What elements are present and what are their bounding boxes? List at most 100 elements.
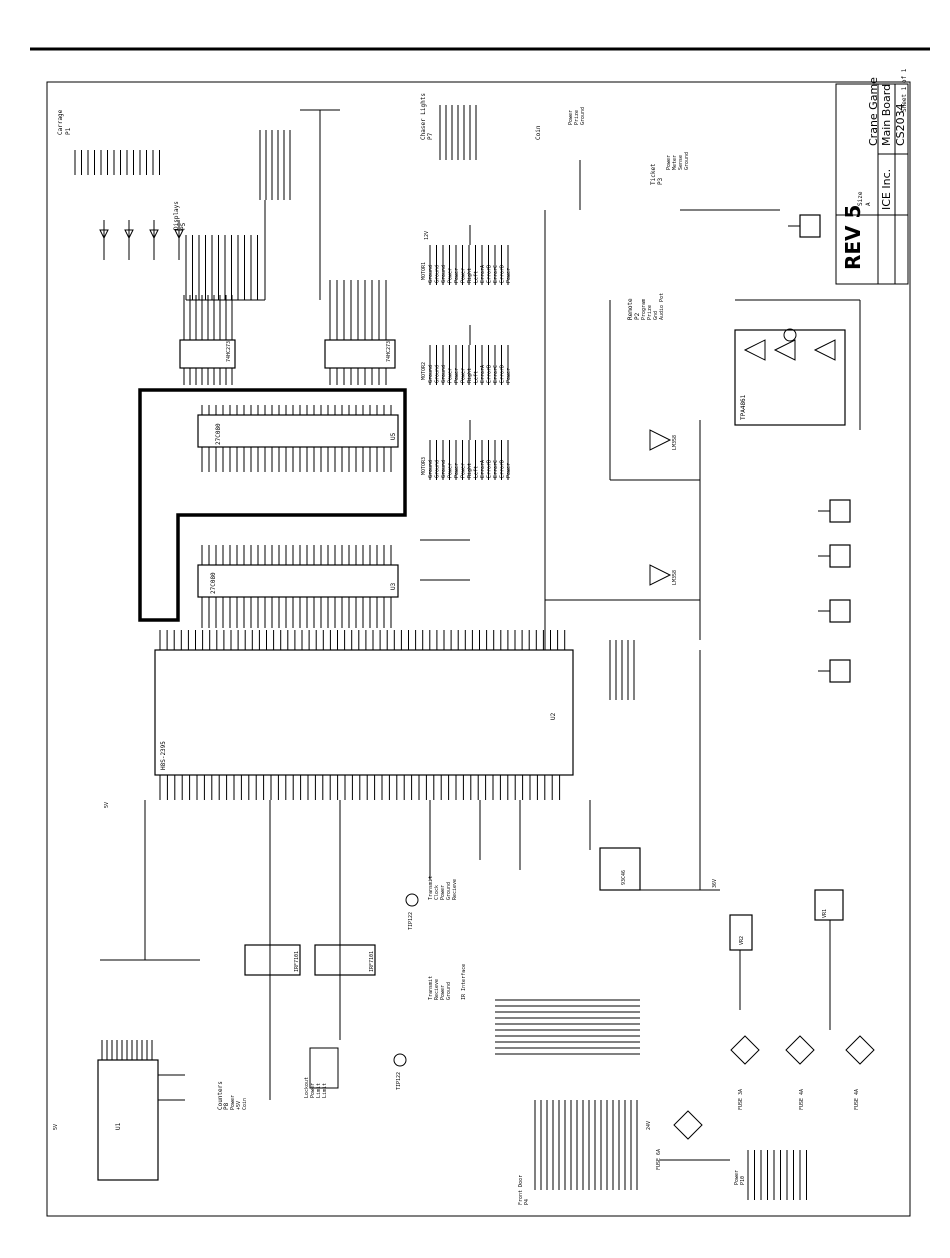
motor-pin-label: ErrorD	[500, 265, 506, 283]
motor-pin-label: Ground	[435, 365, 441, 383]
motor-pin-label: ErrorD	[500, 460, 506, 478]
motor-pin-label: ErrorB	[487, 460, 493, 478]
motor-pin-label: Power	[454, 463, 460, 478]
fuse3-label: FUSE 4A	[799, 1089, 805, 1110]
svg-text:H8S-2395: H8S-2395	[160, 741, 167, 770]
motor-pin-label: Ground	[441, 460, 447, 478]
svg-text:LM358: LM358	[672, 435, 678, 450]
motor-pin-label: Ground	[428, 265, 434, 283]
mcu-u2: H8S-2395 U2	[154, 649, 574, 776]
motor-pin-label: Ground	[428, 365, 434, 383]
connector-p4: Front Door P4	[518, 1175, 530, 1205]
svg-text:Lockout: Lockout	[304, 1077, 310, 1098]
svg-text:Audio Pot: Audio Pot	[659, 293, 665, 320]
connector-p12: Transmit Recieve Power Ground IR Interfa…	[428, 964, 467, 1000]
motor-pin-label: Right	[467, 268, 473, 283]
small-ic	[799, 214, 821, 238]
svg-text:74HC273: 74HC273	[226, 341, 232, 362]
motor-pin-label: Power	[461, 463, 467, 478]
motor-pin-label: ErrorC	[493, 265, 499, 283]
motor-pin-label: ErrorC	[493, 460, 499, 478]
motor-header-label: MOTOR3	[421, 457, 427, 475]
motor-pin-label: Ground	[441, 365, 447, 383]
svg-text:TIP122: TIP122	[396, 1072, 402, 1090]
svg-text:VR2: VR2	[739, 936, 745, 945]
motor-header-label: MOTOR1	[421, 262, 427, 280]
svg-text:Clock: Clock	[434, 885, 440, 900]
motor-pin-label: Ground	[428, 460, 434, 478]
svg-text:IR Interface: IR Interface	[461, 964, 467, 1000]
drawing-number: CS2034	[894, 103, 907, 146]
svg-text:Coin: Coin	[242, 1098, 248, 1110]
mcu-pins-bottom	[159, 775, 561, 800]
motor-pin-label: Power	[448, 463, 454, 478]
bridge-rectifier	[785, 1035, 815, 1065]
bridge-rectifier	[730, 1035, 760, 1065]
fuse2-label: FUSE 3A	[738, 1089, 744, 1110]
carrage-pins	[74, 150, 160, 175]
connector-p2: Remote P2 Program Prize Gnd Audio Pot	[627, 293, 665, 320]
motor-pin-label: Power	[454, 368, 460, 383]
mcu-pins-top	[159, 630, 566, 650]
transistor-q1: TIP122	[393, 1053, 407, 1090]
svg-text:Prize: Prize	[574, 110, 580, 125]
project-name: Crane Game	[867, 77, 880, 146]
svg-text:Program: Program	[641, 299, 647, 320]
eprom-u5: U5 27C080	[197, 414, 399, 448]
motor-pin-label: Power	[506, 463, 512, 478]
motor-pin-label: ErrorA	[480, 365, 486, 383]
motor-header-label: MOTOR1	[421, 262, 427, 280]
svg-text:P10: P10	[740, 1176, 746, 1185]
bridge-rectifiers	[673, 1035, 875, 1140]
driver-u9: IRF7101	[314, 944, 376, 976]
motor-pin-label: Power	[448, 368, 454, 383]
motor-pin-label: Right	[467, 463, 473, 478]
svg-text:Counters: Counters	[217, 1081, 224, 1110]
motor-pin-label: Power	[448, 268, 454, 283]
fuse4-label: FUSE 4A	[854, 1089, 860, 1110]
motor-pin-label: ErrorD	[500, 265, 506, 283]
svg-text:IRF7101: IRF7101	[369, 951, 375, 972]
svg-text:Carrage: Carrage	[57, 109, 64, 135]
board-name: Main Board	[880, 84, 893, 146]
vreg-vr1: VR1	[814, 889, 844, 921]
motor-pin-label: Ground	[428, 365, 434, 383]
svg-text:Ground: Ground	[580, 107, 586, 125]
motor-pin-label: Ground	[428, 460, 434, 478]
motor-pin-label: ErrorD	[500, 365, 506, 383]
motor-pin-label: ErrorA	[480, 365, 486, 383]
supply-5v: 5V	[104, 802, 110, 808]
reset-u1: U1	[97, 1059, 159, 1181]
motor-pin-label: Power	[461, 268, 467, 283]
small-ic	[829, 499, 851, 523]
connector-p7: Chaser Lights P7	[420, 93, 434, 140]
motor-pin-label: ErrorD	[500, 365, 506, 383]
svg-text:P4: P4	[524, 1199, 530, 1205]
revision-label: REV 5	[841, 205, 865, 270]
motor-pin-label: Left	[474, 271, 480, 283]
motor-pin-label: Power	[461, 463, 467, 478]
motor-pin-label: Ground	[441, 460, 447, 478]
connector-p9: Coin Power Prize Ground	[535, 107, 586, 140]
svg-text:TIP122: TIP122	[408, 912, 414, 930]
latch-u7: 74HC273	[179, 339, 236, 369]
svg-text:Ticket: Ticket	[650, 163, 657, 185]
bridge-rectifier	[845, 1035, 875, 1065]
motor-pin-label: ErrorC	[493, 265, 499, 283]
memory-pins	[201, 405, 392, 628]
motor-pin-label: Power	[461, 368, 467, 383]
svg-text:Power: Power	[440, 885, 446, 900]
connector-p1: Carrage P1	[57, 109, 72, 135]
svg-text:Power: Power	[230, 1095, 236, 1110]
svg-text:VR1: VR1	[822, 909, 828, 918]
motor-header-label: MOTOR2	[421, 362, 427, 380]
motor-pin-label: Ground	[435, 265, 441, 283]
svg-text:Front Door: Front Door	[518, 1175, 524, 1205]
motor-pin-label: Right	[467, 463, 473, 478]
address-bus-outline	[138, 388, 407, 622]
motor-pin-label: ErrorB	[487, 265, 493, 283]
svg-text:U5: U5	[390, 432, 397, 440]
